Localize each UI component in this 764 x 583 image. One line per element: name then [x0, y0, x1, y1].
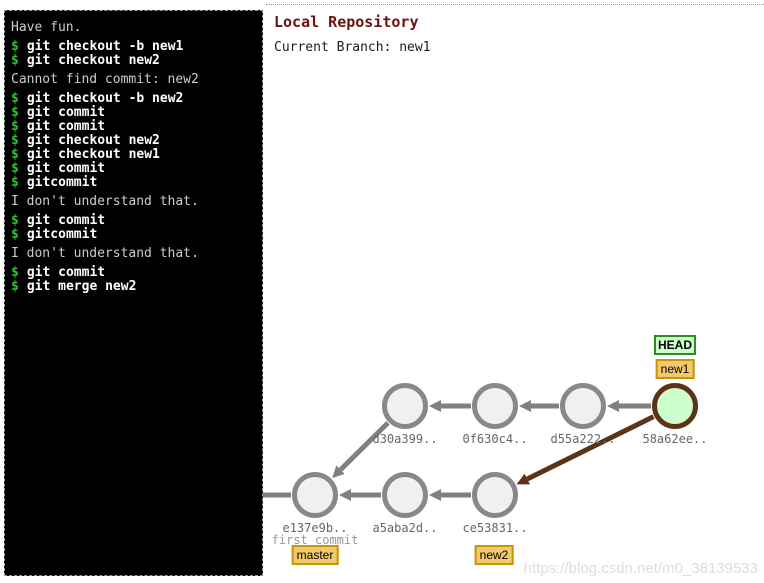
prompt-symbol: $ [11, 133, 19, 148]
terminal[interactable]: Have fun. $ git checkout -b new1 $ git check… [4, 10, 263, 576]
panel-title: Local Repository [274, 13, 419, 31]
terminal-command-line: $ git commit [11, 266, 256, 280]
commit-hash-label: d55a222.. [550, 432, 616, 446]
commit-message-label: first commit [271, 533, 359, 547]
prompt-symbol: $ [11, 175, 19, 190]
command-text: git merge new2 [26, 279, 137, 294]
command-text: gitcommit [26, 175, 98, 190]
current-branch: Current Branch: new1 [274, 40, 431, 55]
commit-hash-label: 58a62ee.. [642, 432, 708, 446]
terminal-command-line: $ git checkout new1 [11, 148, 256, 162]
prompt-symbol: $ [11, 147, 19, 162]
command-text: git commit [26, 119, 106, 134]
branch-badge-new2: new2 [474, 545, 514, 565]
commit-hash-label: a5aba2d.. [372, 521, 438, 535]
terminal-command-line: $ git commit [11, 120, 256, 134]
command-text: git commit [26, 265, 106, 280]
prompt-symbol: $ [11, 105, 19, 120]
commit-node [382, 383, 428, 429]
command-text: git checkout -b new1 [26, 39, 184, 54]
prompt-symbol: $ [11, 119, 19, 134]
terminal-command-line: $ git commit [11, 106, 256, 120]
prompt-symbol: $ [11, 265, 19, 280]
commit-node [382, 472, 428, 518]
command-text: gitcommit [26, 227, 98, 242]
terminal-command-line: $ git checkout -b new2 [11, 92, 256, 106]
terminal-command-line: $ gitcommit [11, 228, 256, 242]
current-branch-value: new1 [399, 40, 431, 55]
terminal-command-line: $ git checkout new2 [11, 54, 256, 68]
terminal-command-line: $ git checkout new2 [11, 134, 256, 148]
command-text: git commit [26, 213, 106, 228]
commit-node [472, 383, 518, 429]
commit-hash-label: d30a399.. [372, 432, 438, 446]
terminal-message-line: I don't understand that. [11, 194, 199, 209]
prompt-symbol: $ [11, 53, 19, 68]
branch-badge-master: master [291, 545, 339, 565]
command-text: git checkout new2 [26, 133, 160, 148]
prompt-symbol: $ [11, 91, 19, 106]
prompt-symbol: $ [11, 227, 19, 242]
prompt-symbol: $ [11, 161, 19, 176]
branch-badge-new1: new1 [655, 359, 695, 379]
commit-node-head [652, 383, 698, 429]
terminal-message-line: Cannot find commit: new2 [11, 72, 199, 87]
prompt-symbol: $ [11, 39, 19, 54]
commit-edge [332, 421, 390, 479]
head-badge: HEAD [653, 335, 697, 355]
commit-node [472, 472, 518, 518]
terminal-command-line: $ gitcommit [11, 176, 256, 190]
prompt-symbol: $ [11, 213, 19, 228]
terminal-command-line: $ git commit [11, 162, 256, 176]
prompt-symbol: $ [11, 279, 19, 294]
commit-hash-label: 0f630c4.. [462, 432, 528, 446]
watermark: https://blog.csdn.net/m0_38139533 [523, 560, 758, 577]
terminal-command-line: $ git checkout -b new1 [11, 40, 256, 54]
panel-top-border [266, 4, 764, 5]
commit-hash-label: e137e9b.. [282, 521, 348, 535]
current-branch-label: Current Branch: [274, 40, 392, 55]
commit-node [292, 472, 338, 518]
terminal-message-line: I don't understand that. [11, 246, 199, 261]
command-text: git checkout new2 [26, 53, 160, 68]
commit-node [560, 383, 606, 429]
command-text: git checkout new1 [26, 147, 160, 162]
terminal-command-line: $ git merge new2 [11, 280, 256, 294]
command-text: git commit [26, 105, 106, 120]
terminal-message-line: Have fun. [11, 20, 82, 35]
commit-hash-label: ce53831.. [462, 521, 528, 535]
command-text: git commit [26, 161, 106, 176]
terminal-command-line: $ git commit [11, 214, 256, 228]
command-text: git checkout -b new2 [26, 91, 184, 106]
